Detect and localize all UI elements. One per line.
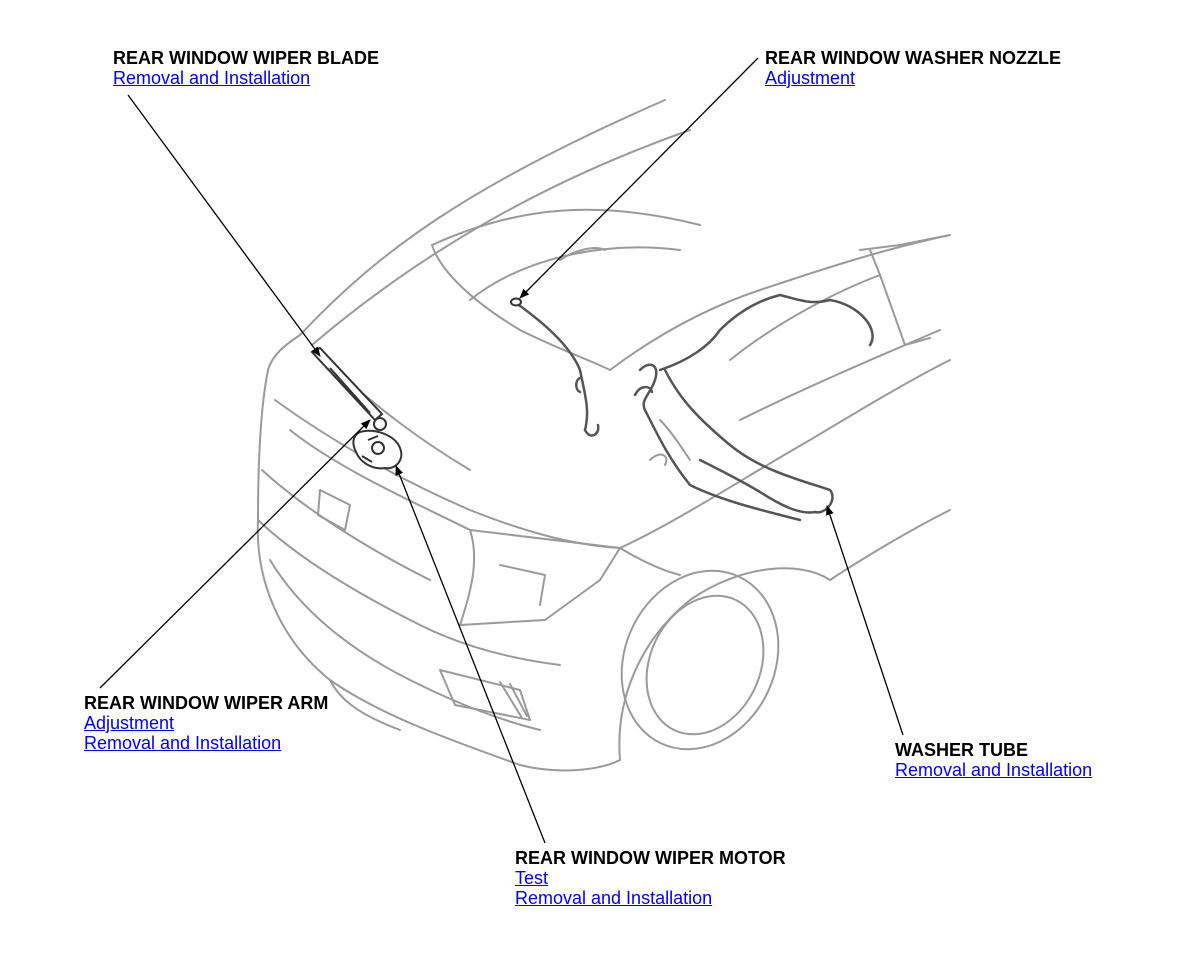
washer-tube-drawing (514, 293, 874, 522)
wiper-motor-removal-link[interactable]: Removal and Installation (515, 888, 713, 908)
wiper-arm-removal-link[interactable]: Removal and Installation (84, 733, 282, 753)
wiper-arm-drawing (310, 346, 387, 431)
washer-tube-title: WASHER TUBE (895, 740, 1029, 760)
callout-wiper-arm: REAR WINDOW WIPER ARM Adjustment Removal… (84, 693, 328, 753)
washer-tube-removal-link[interactable]: Removal and Installation (895, 760, 1093, 780)
washer-nozzle-title: REAR WINDOW WASHER NOZZLE (765, 48, 1061, 68)
leader-lines (99, 57, 904, 844)
leader-wiper-motor (395, 465, 546, 844)
washer-nozzle-drawing (510, 297, 522, 307)
callout-washer-tube: WASHER TUBE Removal and Installation (895, 740, 1092, 780)
wiper-motor-test-link[interactable]: Test (515, 868, 549, 888)
wiper-motor-title: REAR WINDOW WIPER MOTOR (515, 848, 786, 868)
vehicle-body-outline (256, 99, 951, 772)
wiper-arm-adjustment-link[interactable]: Adjustment (84, 713, 175, 733)
wiper-blade-removal-link[interactable]: Removal and Installation (113, 68, 311, 88)
leader-wiper-blade (127, 94, 321, 357)
wiper-motor-drawing (352, 429, 403, 470)
callout-washer-nozzle: REAR WINDOW WASHER NOZZLE Adjustment (765, 48, 1061, 88)
leader-washer-tube (826, 505, 904, 736)
callout-wiper-motor: REAR WINDOW WIPER MOTOR Test Removal and… (515, 848, 786, 908)
leader-washer-nozzle (519, 57, 759, 299)
wiper-blade-title: REAR WINDOW WIPER BLADE (113, 48, 379, 68)
leader-wiper-arm (99, 419, 371, 689)
wiper-arm-title: REAR WINDOW WIPER ARM (84, 693, 329, 713)
callout-wiper-blade: REAR WINDOW WIPER BLADE Removal and Inst… (113, 48, 379, 88)
washer-nozzle-adjustment-link[interactable]: Adjustment (765, 68, 856, 88)
